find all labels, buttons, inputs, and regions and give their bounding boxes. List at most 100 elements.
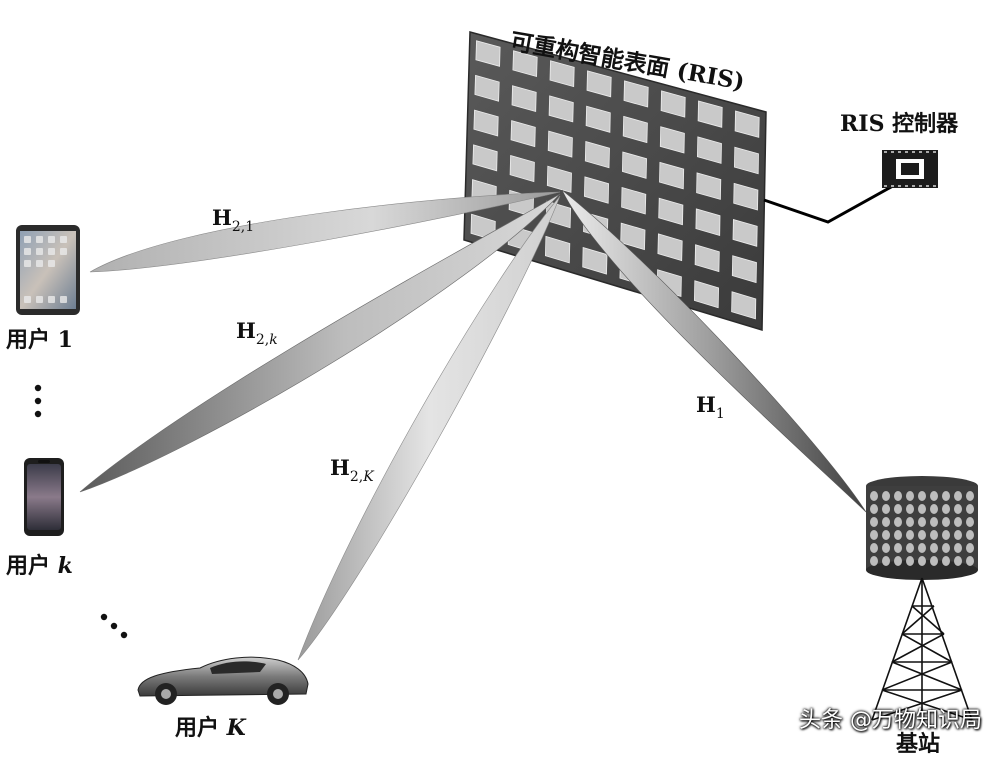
ellipsis-dots-diagonal bbox=[100, 613, 128, 639]
antenna-element bbox=[882, 556, 890, 566]
user-K-index: K bbox=[226, 715, 246, 741]
antenna-element bbox=[870, 556, 878, 566]
controller-cable bbox=[763, 180, 901, 224]
ris-element bbox=[731, 291, 757, 320]
smartphone-icon bbox=[24, 458, 64, 536]
antenna-element bbox=[906, 530, 914, 540]
ris-element bbox=[472, 144, 498, 172]
ris-panel bbox=[463, 31, 767, 332]
antenna-element bbox=[966, 491, 974, 501]
channel-label-h2k: H2,k bbox=[236, 318, 278, 348]
ris-element bbox=[583, 176, 610, 204]
user-K-prefix: 用户 bbox=[175, 715, 227, 741]
antenna-element bbox=[918, 530, 926, 540]
ris-element bbox=[732, 218, 758, 247]
ris-elements bbox=[470, 40, 760, 320]
antenna-element bbox=[906, 491, 914, 501]
channel-subscript-var: K bbox=[363, 469, 374, 485]
ris-element bbox=[695, 208, 721, 237]
antenna-element bbox=[906, 504, 914, 514]
antenna-element bbox=[942, 530, 950, 540]
ris-element bbox=[582, 246, 608, 275]
ris-element bbox=[546, 165, 572, 193]
antenna-element bbox=[930, 556, 938, 566]
antenna-element bbox=[966, 517, 974, 527]
antenna-element bbox=[918, 556, 926, 566]
antenna-element bbox=[882, 543, 890, 553]
ris-element bbox=[734, 110, 760, 138]
antenna-element bbox=[930, 543, 938, 553]
antenna-element bbox=[954, 556, 962, 566]
antenna-element bbox=[906, 517, 914, 527]
antenna-element bbox=[966, 556, 974, 566]
ris-element bbox=[584, 140, 610, 169]
antenna-element bbox=[882, 504, 890, 514]
beam-to-user-K bbox=[297, 195, 561, 661]
antenna-element bbox=[942, 556, 950, 566]
tablet-icon bbox=[16, 225, 80, 315]
channel-main: H bbox=[212, 205, 232, 230]
ris-element bbox=[544, 235, 571, 264]
ris-element bbox=[621, 186, 647, 215]
ris-surface bbox=[463, 31, 767, 332]
ris-element bbox=[585, 105, 611, 133]
base-station-label: 基站 bbox=[896, 731, 941, 757]
antenna-element bbox=[966, 504, 974, 514]
antenna-element bbox=[942, 543, 950, 553]
channel-main: H bbox=[696, 392, 716, 417]
ris-element bbox=[620, 222, 646, 251]
antenna-element bbox=[954, 491, 962, 501]
channel-subscript: 2, bbox=[255, 332, 270, 348]
channel-main: H bbox=[236, 318, 256, 343]
channel-label-h21: H2,1 bbox=[212, 205, 254, 235]
antenna-element bbox=[954, 504, 962, 514]
ris-element bbox=[694, 244, 720, 273]
channel-subscript: 2,1 bbox=[231, 219, 255, 235]
ris-element bbox=[511, 85, 537, 113]
channel-subscript: 1 bbox=[715, 406, 725, 422]
ris-element bbox=[547, 130, 573, 158]
user-1-label: 用户 1 bbox=[6, 327, 73, 353]
ris-controller-label: RIS 控制器 bbox=[840, 111, 959, 137]
antenna-element bbox=[894, 491, 902, 501]
ris-element bbox=[622, 115, 648, 144]
ris-element bbox=[475, 40, 501, 67]
ris-element bbox=[659, 161, 685, 190]
antenna-element bbox=[954, 530, 962, 540]
antenna-element bbox=[954, 543, 962, 553]
ris-element bbox=[621, 151, 648, 179]
antenna-element bbox=[918, 543, 926, 553]
ris-element bbox=[660, 90, 686, 118]
antenna-element bbox=[930, 530, 938, 540]
antenna-element bbox=[870, 543, 878, 553]
ris-element bbox=[658, 197, 684, 226]
ris-element bbox=[696, 136, 722, 164]
antenna-element bbox=[918, 491, 926, 501]
ris-element bbox=[473, 109, 499, 137]
watermark: 头条 @万物知识局 bbox=[799, 708, 982, 733]
ris-element bbox=[697, 100, 723, 128]
antenna-element bbox=[966, 543, 974, 553]
ris-element bbox=[510, 120, 536, 148]
antenna-element bbox=[882, 517, 890, 527]
antenna-element bbox=[882, 491, 890, 501]
channel-subscript-var: k bbox=[269, 332, 278, 348]
antenna-element bbox=[894, 556, 902, 566]
ris-element bbox=[548, 95, 574, 123]
sports-car-icon bbox=[137, 656, 309, 705]
antenna-element bbox=[954, 517, 962, 527]
ris-element bbox=[623, 80, 649, 108]
user-k-prefix: 用户 bbox=[6, 553, 58, 579]
antenna-element bbox=[942, 491, 950, 501]
antenna-element bbox=[930, 491, 938, 501]
ris-element bbox=[659, 126, 685, 154]
ris-element bbox=[733, 182, 759, 211]
ris-element bbox=[549, 60, 575, 88]
antenna-element bbox=[870, 504, 878, 514]
ris-element bbox=[696, 172, 722, 200]
channel-label-h2K: H2,K bbox=[330, 455, 374, 485]
antenna-element bbox=[894, 517, 902, 527]
ris-element bbox=[512, 50, 538, 78]
beam-to-user-1 bbox=[89, 191, 561, 273]
